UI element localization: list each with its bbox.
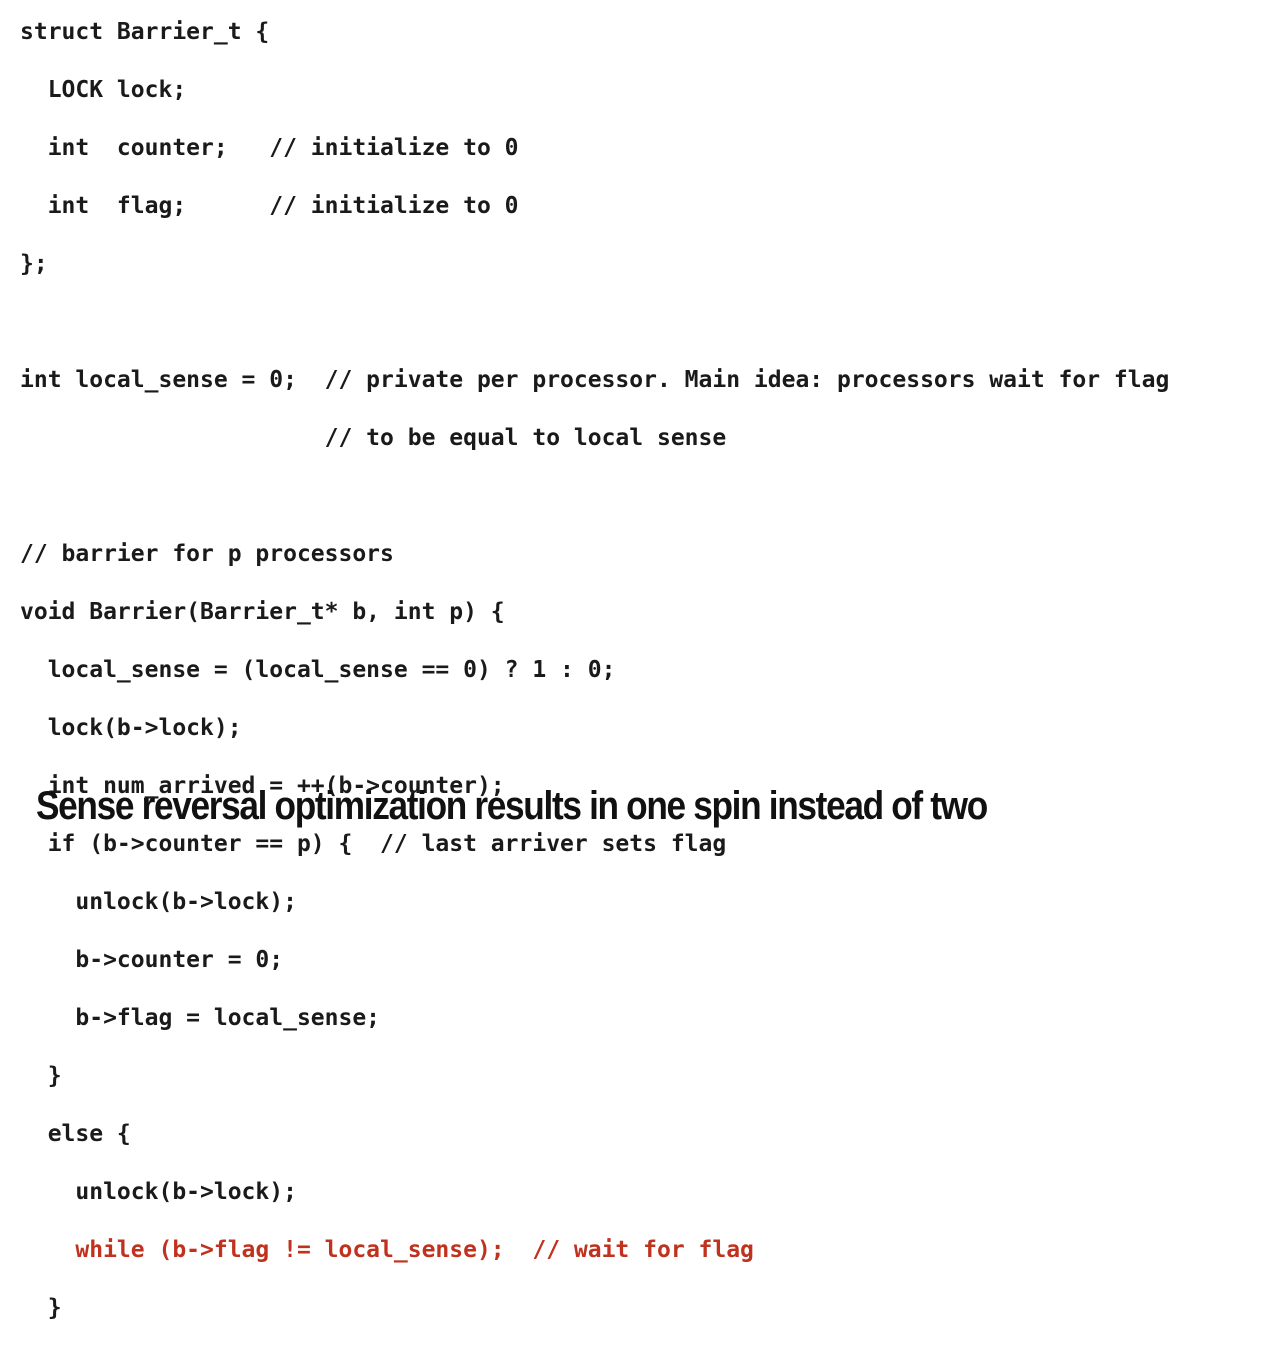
- code-line: b->counter = 0;: [20, 947, 284, 973]
- code-line: if (b->counter == p) { // last arriver s…: [20, 831, 727, 857]
- code-line: }: [20, 1295, 62, 1321]
- code-line: unlock(b->lock);: [20, 889, 297, 915]
- code-line: [20, 480, 1169, 512]
- code-line: struct Barrier_t {: [20, 19, 270, 45]
- code-line: };: [20, 251, 48, 277]
- code-line: int flag; // initialize to 0: [20, 193, 519, 219]
- code-line: int num_arrived = ++(b->counter);: [20, 773, 505, 799]
- code-line-highlighted: while (b->flag != local_sense); // wait …: [20, 1237, 754, 1263]
- code-line: // barrier for p processors: [20, 541, 394, 567]
- code-line: local_sense = (local_sense == 0) ? 1 : 0…: [20, 657, 616, 683]
- code-listing: struct Barrier_t { LOCK lock; int counte…: [20, 16, 1169, 1350]
- code-line: lock(b->lock);: [20, 715, 242, 741]
- code-line: unlock(b->lock);: [20, 1179, 297, 1205]
- code-line: }: [20, 1063, 62, 1089]
- code-line: void Barrier(Barrier_t* b, int p) {: [20, 599, 505, 625]
- code-line: else {: [20, 1121, 131, 1147]
- code-line: int local_sense = 0; // private per proc…: [20, 367, 1170, 393]
- slide-caption: Sense reversal optimization results in o…: [36, 784, 988, 828]
- code-line: LOCK lock;: [20, 77, 187, 103]
- code-line: // to be equal to local sense: [20, 425, 727, 451]
- code-line: [20, 306, 1169, 338]
- code-line: int counter; // initialize to 0: [20, 135, 519, 161]
- code-line: b->flag = local_sense;: [20, 1005, 381, 1031]
